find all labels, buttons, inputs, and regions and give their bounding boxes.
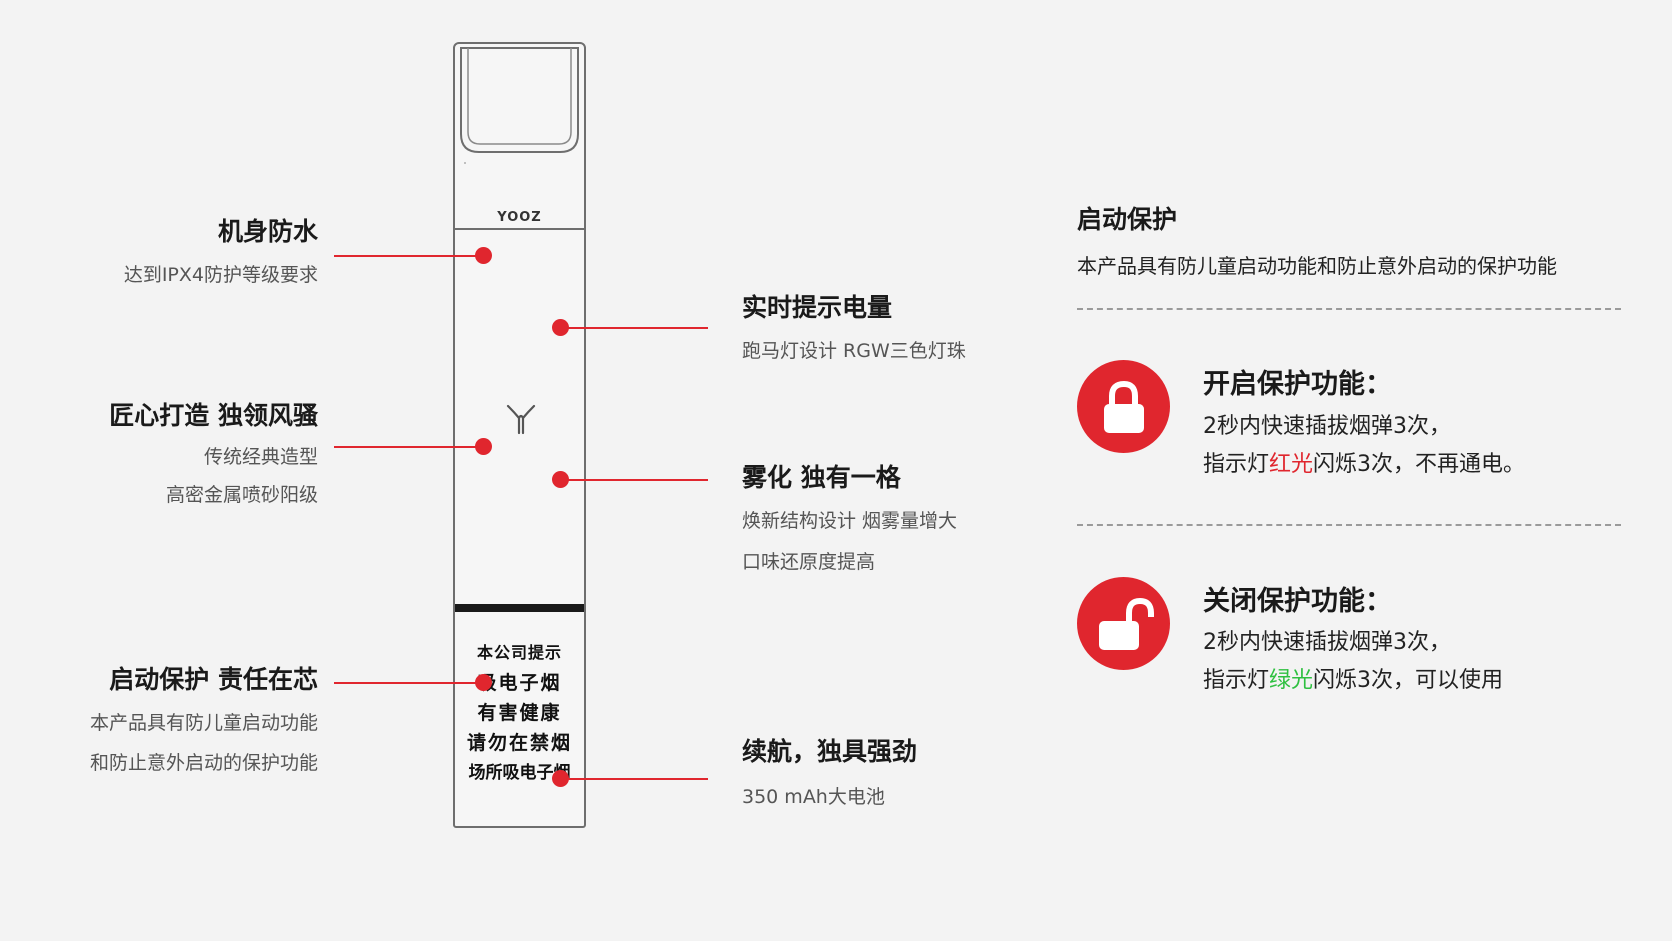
feature-title-craft: 匠心打造 独领风骚: [109, 401, 318, 430]
feature-desc: 本产品具有防儿童启动功能: [89, 712, 318, 734]
callout-line: [560, 778, 708, 780]
callout-line: [334, 255, 484, 257]
callout-dot: [475, 674, 492, 691]
device-divider: [455, 228, 584, 230]
feature-desc: 跑马灯设计 RGW三色灯珠: [742, 340, 966, 362]
feature-title-battery-indicator: 实时提示电量: [742, 293, 893, 322]
disable-protection-indicator: 指示灯绿光闪烁3次，可以使用: [1203, 662, 1503, 694]
disable-protection-step: 2秒内快速插拔烟弹3次，: [1203, 630, 1451, 655]
dashed-divider: [1077, 524, 1621, 526]
feature-title-safety: 启动保护 责任在芯: [109, 665, 318, 694]
indicator-green-light: 绿光: [1269, 668, 1314, 693]
feature-desc: 口味还原度提高: [742, 551, 876, 573]
feature-desc: 传统经典造型: [203, 446, 318, 468]
feature-title-endurance: 续航，独具强劲: [742, 737, 918, 766]
warning-line: 场所吸电子烟: [468, 763, 571, 783]
callout-line: [334, 682, 484, 684]
callout-line: [334, 446, 484, 448]
disable-protection-title: 关闭保护功能：: [1203, 586, 1392, 617]
protection-title: 启动保护: [1077, 205, 1178, 234]
warning-line: 有害健康: [477, 702, 562, 724]
callout-line: [560, 479, 708, 481]
callout-dot: [475, 247, 492, 264]
enable-protection-indicator: 指示灯红光闪烁3次，不再通电。: [1203, 446, 1525, 478]
indicator-label: 指示灯: [1203, 668, 1270, 693]
device-illustration: YOOZ 本公司提示 吸电子烟 有害健康 请勿在禁烟 场所吸电子烟: [453, 42, 586, 828]
mouthpiece-drawing: [460, 47, 579, 164]
feature-desc: 焕新结构设计 烟雾量增大: [742, 510, 958, 532]
health-warning: 本公司提示 吸电子烟 有害健康 请勿在禁烟 场所吸电子烟: [455, 638, 584, 788]
feature-desc: 350 mAh大电池: [742, 786, 885, 808]
warning-line: 本公司提示: [476, 643, 562, 662]
indicator-result: 闪烁3次，不再通电。: [1313, 452, 1526, 477]
warning-line: 请勿在禁烟: [466, 732, 572, 754]
y-logo-icon: [506, 404, 536, 435]
device-band: [455, 604, 584, 612]
callout-line: [560, 327, 708, 329]
feature-title-waterproof: 机身防水: [217, 217, 318, 246]
lock-closed-icon: [1077, 360, 1170, 453]
indicator-label: 指示灯: [1203, 452, 1270, 477]
feature-desc: 高密金属喷砂阳级: [165, 484, 318, 506]
indicator-result: 闪烁3次，可以使用: [1313, 668, 1504, 693]
feature-title-atomization: 雾化 独有一格: [742, 463, 901, 492]
protection-desc: 本产品具有防儿童启动功能和防止意外启动的保护功能: [1077, 254, 1557, 278]
indicator-red-light: 红光: [1269, 452, 1314, 477]
enable-protection-step: 2秒内快速插拔烟弹3次，: [1203, 414, 1451, 439]
brand-label: YOOZ: [497, 210, 542, 225]
feature-desc: 和防止意外启动的保护功能: [89, 752, 318, 774]
enable-protection-title: 开启保护功能：: [1203, 369, 1392, 400]
warning-line: 吸电子烟: [477, 672, 562, 694]
callout-dot: [475, 438, 492, 455]
dashed-divider: [1077, 308, 1621, 310]
lock-open-icon: [1077, 577, 1170, 670]
feature-desc: 达到IPX4防护等级要求: [123, 264, 318, 286]
